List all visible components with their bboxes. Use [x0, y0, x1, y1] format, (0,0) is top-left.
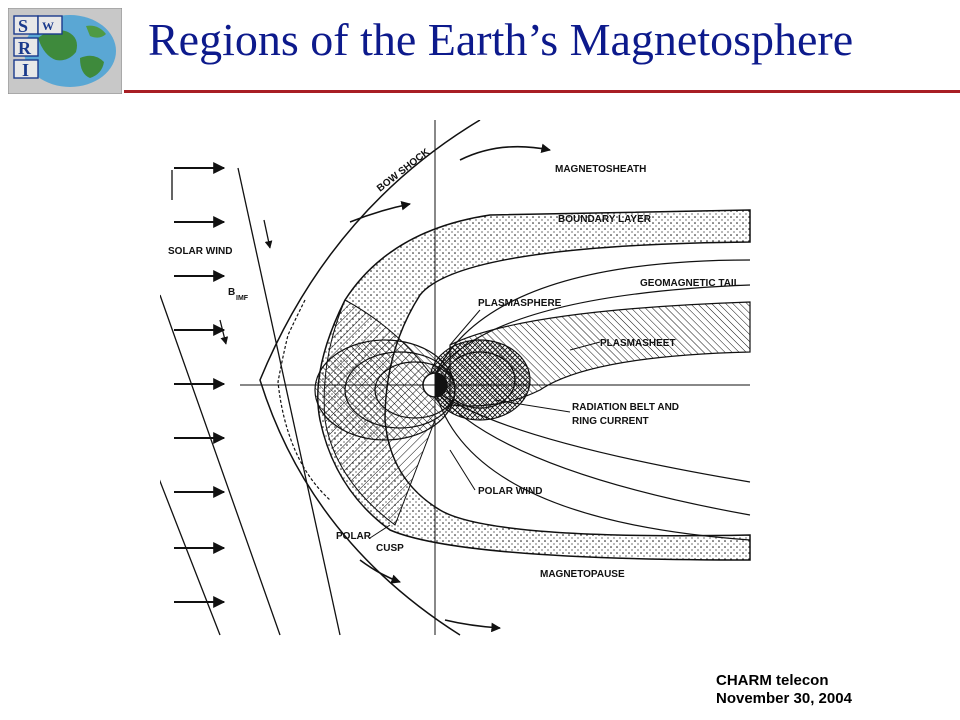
b-imf-subscript: IMF [236, 295, 249, 302]
logo-letter-w: W [42, 19, 54, 33]
plasmasheet-region [449, 301, 751, 407]
imf-field-lines [160, 167, 341, 636]
footer: CHARM telecon November 30, 2004 [716, 672, 936, 708]
geomagnetic-tail-label: GEOMAGNETIC TAIL [640, 278, 740, 289]
logo-letter-r: R [18, 38, 32, 58]
logo-letter-i: I [22, 60, 29, 80]
solar-wind-label: SOLAR WIND [168, 246, 232, 257]
solar-wind-arrows [174, 162, 226, 608]
boundary-layer-label: BOUNDARY LAYER [558, 214, 652, 225]
magnetopause-label: MAGNETOPAUSE [540, 569, 625, 580]
magnetosphere-diagram: BOW SHOCK MAGNETOSHEATH BOUNDARY LAYER S… [160, 120, 751, 636]
plasmasphere-label: PLASMASPHERE [478, 298, 562, 309]
boundary-layer-region [317, 209, 751, 561]
title-divider [124, 90, 960, 93]
tail-field-lines [434, 259, 751, 541]
magnetosheath-label: MAGNETOSHEATH [555, 164, 646, 175]
footer-line-1: CHARM telecon [716, 672, 829, 689]
bow-shock-label: BOW SHOCK [375, 146, 432, 194]
radiation-belt-label-2: RING CURRENT [572, 416, 649, 427]
footer-line-2: November 30, 2004 [716, 690, 852, 707]
swri-globe-logo: S W R I [8, 8, 122, 94]
polar-label: POLAR [336, 531, 372, 542]
cusp-label: CUSP [376, 543, 404, 554]
radiation-belt-label-1: RADIATION BELT AND [572, 402, 679, 413]
bow-shock-curve [259, 120, 481, 636]
plasmasheet-label: PLASMASHEET [600, 338, 676, 349]
page-title: Regions of the Earth’s Magnetosphere [148, 14, 854, 65]
polar-wind-label: POLAR WIND [478, 486, 542, 497]
b-imf-label: B [228, 287, 235, 298]
logo-letter-s: S [18, 16, 28, 36]
